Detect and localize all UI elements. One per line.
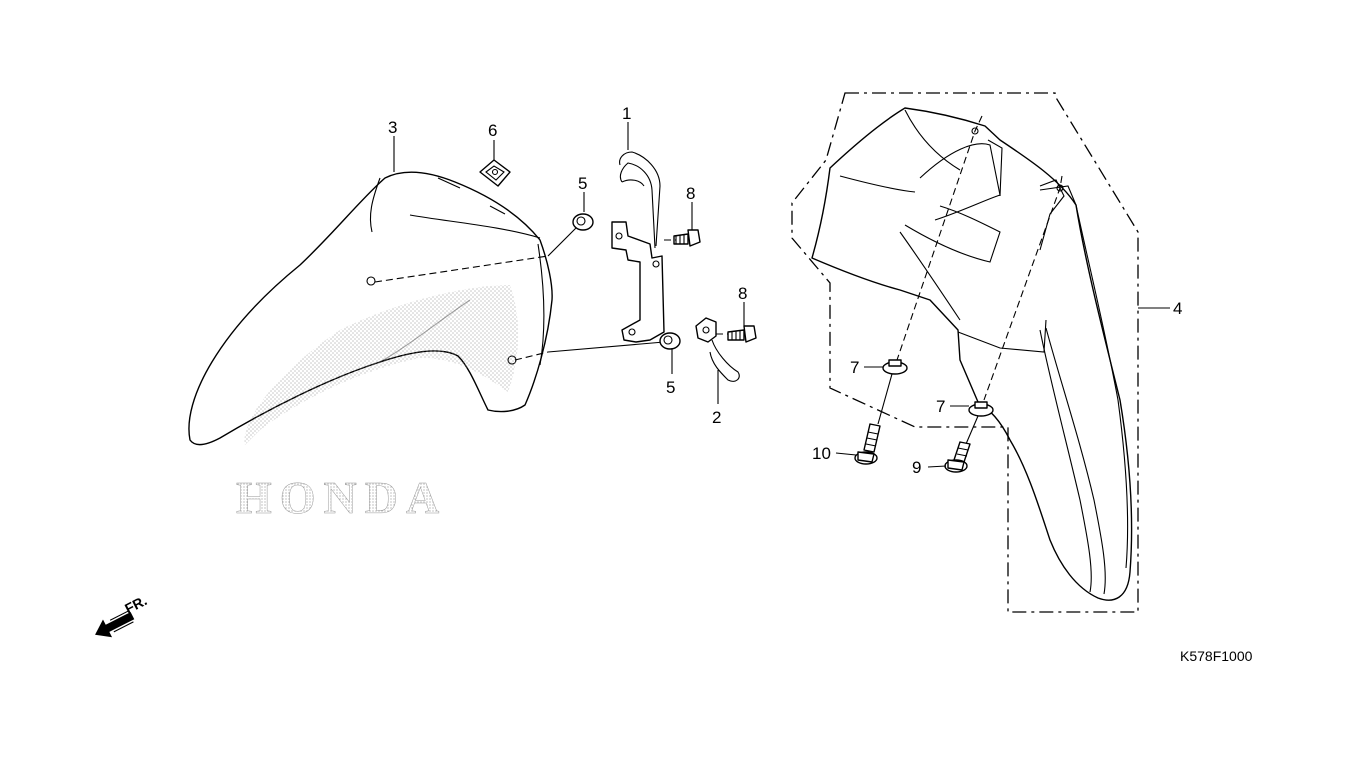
inner-fender <box>811 107 1133 601</box>
collar-left <box>882 359 908 375</box>
collar-right <box>968 401 994 417</box>
callout-5-upper: 5 <box>578 174 587 193</box>
callout-8-upper: 8 <box>686 184 695 203</box>
callout-4: 4 <box>1173 299 1182 318</box>
assembly-boundary <box>791 92 1139 613</box>
callout-3: 3 <box>388 118 397 137</box>
bolt-upper <box>673 229 701 247</box>
brake-hose-bracket <box>611 151 665 343</box>
honda-watermark: HONDA <box>236 472 447 523</box>
grommet-upper <box>572 213 594 231</box>
callout-10: 10 <box>812 444 831 463</box>
callout-5-lower: 5 <box>666 378 675 397</box>
bolt-lower <box>727 325 757 343</box>
hose-clip <box>695 317 740 382</box>
screw-10 <box>854 373 893 465</box>
callout-8-lower: 8 <box>738 284 747 303</box>
callout-2: 2 <box>712 408 721 427</box>
reference-code: K578F1000 <box>1180 648 1253 664</box>
grommet-lower <box>659 332 681 350</box>
callout-7-right: 7 <box>936 397 945 416</box>
front-fender <box>188 171 553 446</box>
front-direction-arrow-icon <box>95 610 135 638</box>
screw-9 <box>944 415 979 473</box>
callout-7-left: 7 <box>850 358 859 377</box>
front-direction-label: FR. <box>122 592 149 616</box>
callout-9: 9 <box>912 458 921 477</box>
speed-nut <box>479 159 511 187</box>
callout-1: 1 <box>622 104 631 123</box>
callout-6: 6 <box>488 121 497 140</box>
